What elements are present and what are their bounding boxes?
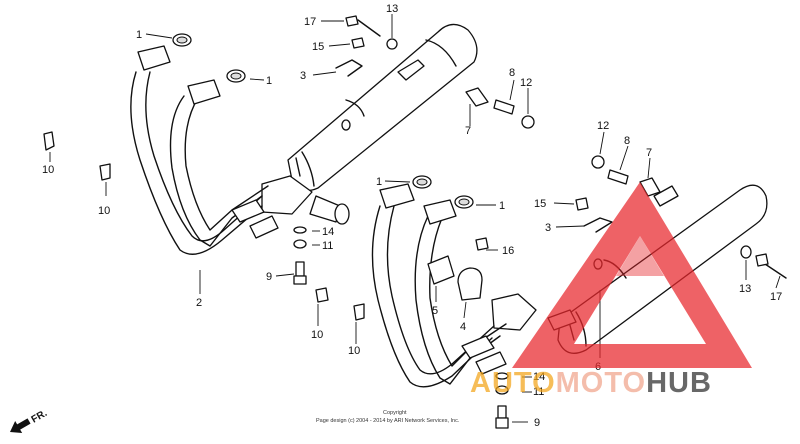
callout-label: 7 bbox=[646, 147, 652, 159]
watermark-triangle-logo bbox=[512, 182, 752, 368]
copyright-line-1: Copyright bbox=[383, 410, 407, 416]
callout-label: 14 bbox=[533, 371, 545, 383]
callout-label: 10 bbox=[98, 205, 110, 217]
washer-icon bbox=[740, 245, 752, 259]
callout-label: 14 bbox=[322, 226, 334, 238]
callout-label: 7 bbox=[465, 125, 471, 137]
callout-label: 1 bbox=[499, 200, 505, 212]
right-flange-upper bbox=[379, 183, 415, 209]
bolt-icon bbox=[475, 237, 489, 251]
watermark-text-moto: MOTO bbox=[556, 367, 646, 399]
left-collector bbox=[261, 175, 313, 215]
left-flange-upper bbox=[137, 45, 171, 71]
nut-icon bbox=[315, 287, 329, 303]
joint-clamp-icon bbox=[457, 267, 483, 301]
automotohub-watermark: AUTOMOTOHUB bbox=[470, 182, 752, 399]
joint-gasket-icon bbox=[427, 255, 455, 285]
right-collector bbox=[491, 293, 537, 331]
bolt-icon bbox=[755, 253, 769, 267]
callout-label: 3 bbox=[300, 70, 306, 82]
nut-icon bbox=[353, 303, 365, 321]
callout-label: 2 bbox=[196, 297, 202, 309]
left-flange-lower bbox=[187, 79, 221, 105]
washer-icon bbox=[495, 385, 509, 395]
copyright-line-2: Page design (c) 2004 - 2014 by ARI Netwo… bbox=[316, 418, 460, 424]
bolt-icon bbox=[345, 15, 359, 27]
bolt-icon bbox=[295, 261, 305, 277]
callout-label: 11 bbox=[322, 240, 333, 252]
left-exhaust-assembly bbox=[43, 15, 535, 321]
front-label: FR. bbox=[30, 408, 50, 426]
front-direction-indicator: FR. bbox=[10, 408, 50, 434]
bolt-icon bbox=[575, 197, 589, 211]
right-head-pipe-1 bbox=[371, 205, 493, 388]
callout-numbers: 1 1 17 13 15 3 8 12 7 10 10 14 11 9 2 10… bbox=[42, 3, 782, 429]
washer-icon bbox=[293, 239, 307, 249]
nut-icon bbox=[43, 131, 55, 151]
left-head-pipe-2 bbox=[169, 95, 263, 247]
bolt-icon bbox=[497, 405, 507, 419]
callout-label: 12 bbox=[597, 120, 609, 132]
callout-label: 15 bbox=[312, 41, 324, 53]
left-muffler-bracket bbox=[397, 59, 425, 81]
left-head-pipe-1 bbox=[130, 71, 263, 255]
callout-label: 17 bbox=[304, 16, 316, 28]
bolt-icon bbox=[493, 99, 515, 115]
callout-label: 5 bbox=[432, 305, 438, 317]
nut-icon bbox=[521, 115, 535, 129]
callout-label: 12 bbox=[520, 77, 532, 89]
nut-icon bbox=[99, 163, 111, 181]
arrow-icon bbox=[10, 418, 31, 434]
callout-label: 1 bbox=[136, 29, 142, 41]
copyright-notice: Copyright Page design (c) 2004 - 2014 by… bbox=[316, 410, 460, 424]
callout-label: 3 bbox=[545, 222, 551, 234]
callout-label: 1 bbox=[266, 75, 272, 87]
callout-label: 17 bbox=[770, 291, 782, 303]
callout-label: 1 bbox=[376, 176, 382, 188]
clamp-band-icon bbox=[583, 217, 613, 233]
clamp-band-icon bbox=[335, 59, 363, 77]
callout-label: 13 bbox=[386, 3, 398, 15]
nut-icon bbox=[591, 155, 605, 169]
callout-label: 8 bbox=[509, 67, 515, 79]
callout-label: 9 bbox=[534, 417, 540, 429]
callout-label: 9 bbox=[266, 271, 272, 283]
callout-label: 16 bbox=[502, 245, 514, 257]
callout-label: 13 bbox=[739, 283, 751, 295]
callout-label: 10 bbox=[42, 164, 54, 176]
svg-text:AUTOMOTOHUB: AUTOMOTOHUB bbox=[470, 367, 712, 399]
bolt-icon bbox=[607, 169, 629, 185]
callout-label: 10 bbox=[348, 345, 360, 357]
bolt-icon bbox=[351, 37, 365, 49]
callout-label: 8 bbox=[624, 135, 630, 147]
right-head-pipe-2 bbox=[414, 215, 501, 385]
callout-label: 4 bbox=[460, 321, 466, 333]
callout-label: 10 bbox=[311, 329, 323, 341]
right-muffler-bracket bbox=[653, 185, 679, 207]
washer-icon bbox=[386, 38, 398, 50]
collar-icon bbox=[465, 87, 489, 107]
watermark-text-hub: HUB bbox=[646, 367, 712, 399]
callout-label: 11 bbox=[533, 386, 544, 398]
washer-icon bbox=[495, 372, 509, 380]
callout-label: 15 bbox=[534, 198, 546, 210]
watermark-text-auto: AUTO bbox=[470, 367, 556, 399]
washer-icon bbox=[293, 226, 307, 234]
right-flange-lower bbox=[423, 199, 457, 225]
